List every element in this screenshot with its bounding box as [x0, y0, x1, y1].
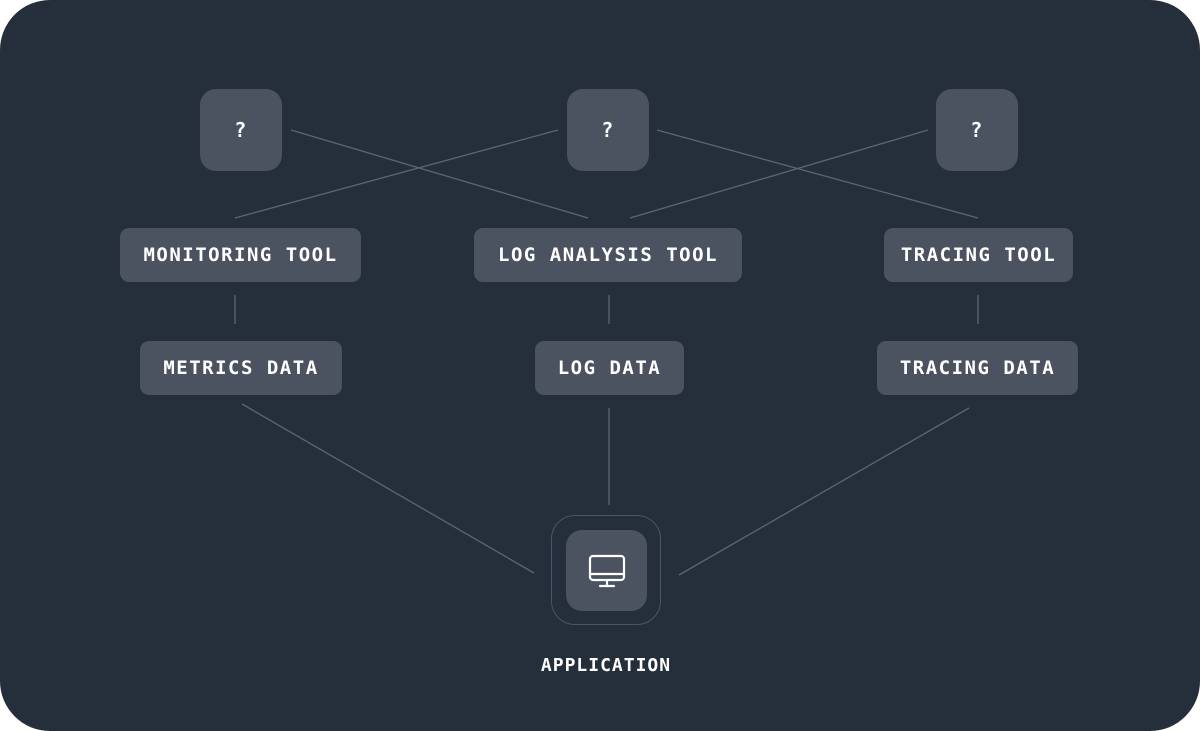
monitor-icon	[588, 554, 625, 587]
application-node	[566, 530, 647, 611]
log-analysis-tool-node: LOG ANALYSIS TOOL	[474, 228, 742, 282]
connector-tracing-data-to-application	[678, 407, 970, 576]
unknown-node-middle: ?	[567, 89, 649, 171]
application-label: APPLICATION	[540, 655, 672, 676]
tracing-tool-node: TRACING TOOL	[884, 228, 1073, 282]
connector-unknown-middle-to-tracing-tool	[656, 129, 979, 219]
connector-unknown-right-to-log-tool	[629, 129, 929, 219]
unknown-node-right: ?	[936, 89, 1018, 171]
monitoring-tool-node: MONITORING TOOL	[120, 228, 361, 282]
application-ring	[551, 515, 661, 625]
connector-metrics-to-application	[241, 403, 535, 574]
unknown-node-left: ?	[200, 89, 282, 171]
connector-unknown-middle-to-monitoring-tool	[234, 129, 559, 219]
connector-unknown-left-to-log-tool	[290, 129, 589, 219]
metrics-data-node: METRICS DATA	[140, 341, 342, 395]
tracing-data-node: TRACING DATA	[877, 341, 1078, 395]
log-data-node: LOG DATA	[535, 341, 684, 395]
